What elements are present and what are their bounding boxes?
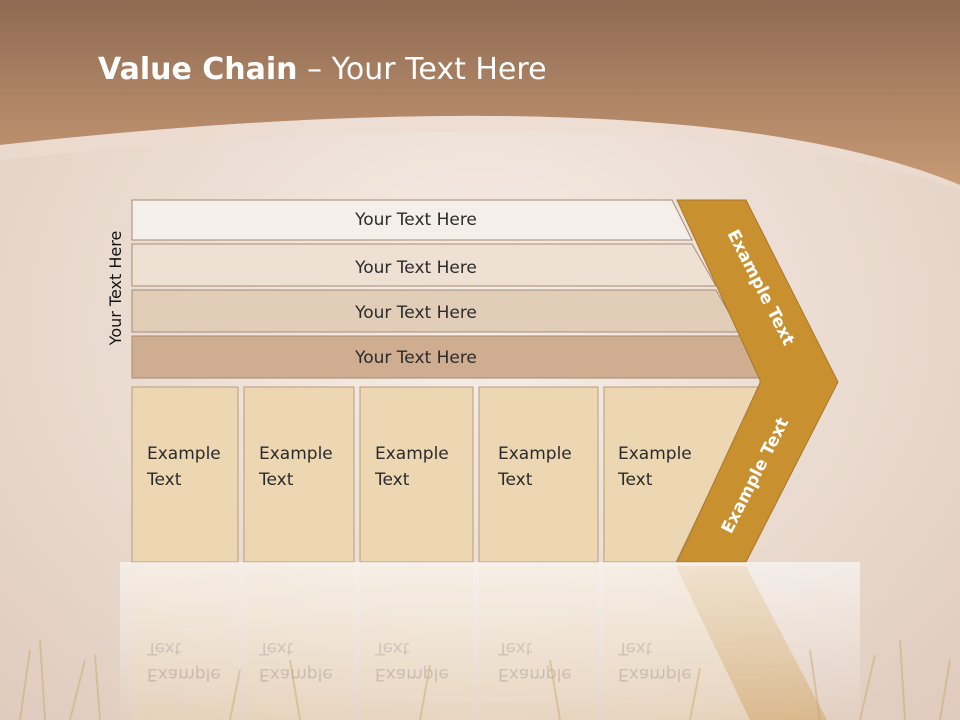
activity-box-line1: Example (147, 444, 221, 464)
activity-box: Example Text (131, 386, 239, 563)
activity-box-line1: Example (498, 444, 572, 464)
activity-box-line2: Text (497, 470, 533, 490)
activity-box-bg (131, 386, 239, 563)
reflection-fade (120, 562, 860, 720)
activity-box-line1: Example (375, 444, 449, 464)
activity-box-line2: Text (146, 470, 182, 490)
activity-box: Example Text (603, 386, 761, 563)
activity-box-bg (478, 386, 599, 563)
title-bold: Value Chain (98, 52, 298, 87)
support-row: Your Text Here (131, 335, 765, 379)
support-row-label: Your Text Here (354, 210, 477, 230)
support-row-label: Your Text Here (354, 348, 477, 368)
activity-box: Example Text (478, 386, 599, 563)
activity-box: Example Text (359, 386, 474, 563)
grass-decoration (19, 639, 951, 720)
activity-box-bg (243, 386, 355, 563)
title-rest: – Your Text Here (297, 52, 547, 87)
activity-box-bg (359, 386, 474, 563)
activity-box-line2: Text (258, 470, 294, 490)
activity-box-line1: Example (259, 444, 333, 464)
support-row-bar (131, 199, 693, 241)
support-row: Your Text Here (131, 289, 741, 333)
activity-box-line2: Text (374, 470, 410, 490)
activity-box-line1: Example (618, 444, 692, 464)
slide-title: Value Chain – Your Text Here (98, 52, 547, 87)
header-band (0, 0, 960, 190)
support-row-label: Your Text Here (354, 303, 477, 323)
support-row-label: Your Text Here (354, 258, 477, 278)
side-label: Your Text Here (106, 231, 125, 347)
support-row: Your Text Here (131, 199, 693, 241)
activity-box: Example Text (243, 386, 355, 563)
support-row-bar (131, 243, 717, 287)
activity-box-line2: Text (617, 470, 653, 490)
support-row: Your Text Here (131, 243, 717, 287)
